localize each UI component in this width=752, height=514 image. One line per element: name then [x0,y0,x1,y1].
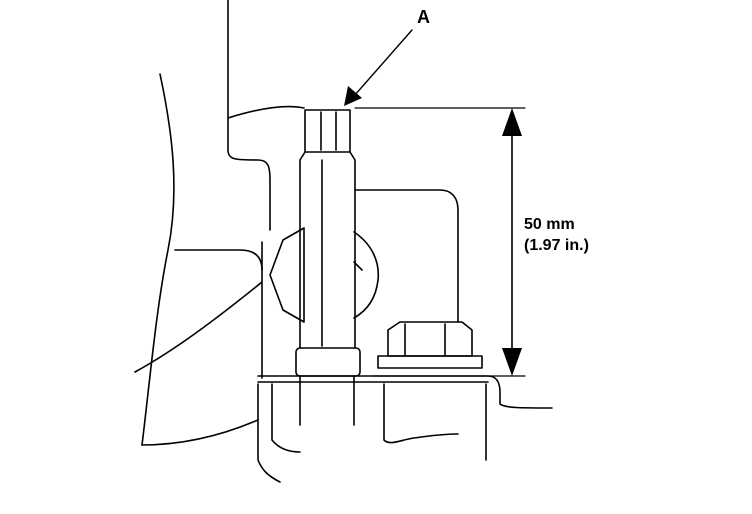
housing-inner-curve [134,281,263,373]
dimension-arrow-down [502,348,522,376]
callout-arrowhead [344,86,362,106]
bolt-shank [299,151,356,349]
lower-body-center [383,383,459,444]
lower-body-left [257,383,281,483]
bolt-lower-extension [299,375,355,426]
nut-washer [377,355,483,369]
right-bracket [354,189,459,323]
callout-leader-line [353,29,413,97]
dimension-label-metric: 50 mm [524,216,575,233]
housing-outline [141,73,175,446]
bolt-head [304,109,351,153]
bracket-horizontal [174,249,263,271]
flange-nut [387,321,473,357]
bracket-outline [227,0,271,231]
hex-nut-behind [269,227,305,323]
hex-nut-right [353,231,380,319]
bolt-flange [295,347,361,377]
dimension-label-imperial: (1.97 in.) [524,237,589,254]
lower-body-left-inner [271,383,301,453]
dimension-arrow-up [502,108,522,136]
bracket-top-edge [227,105,305,119]
mounting-surface [257,375,553,409]
housing-lower-edge [141,419,259,446]
callout-label-a: A [417,7,430,27]
